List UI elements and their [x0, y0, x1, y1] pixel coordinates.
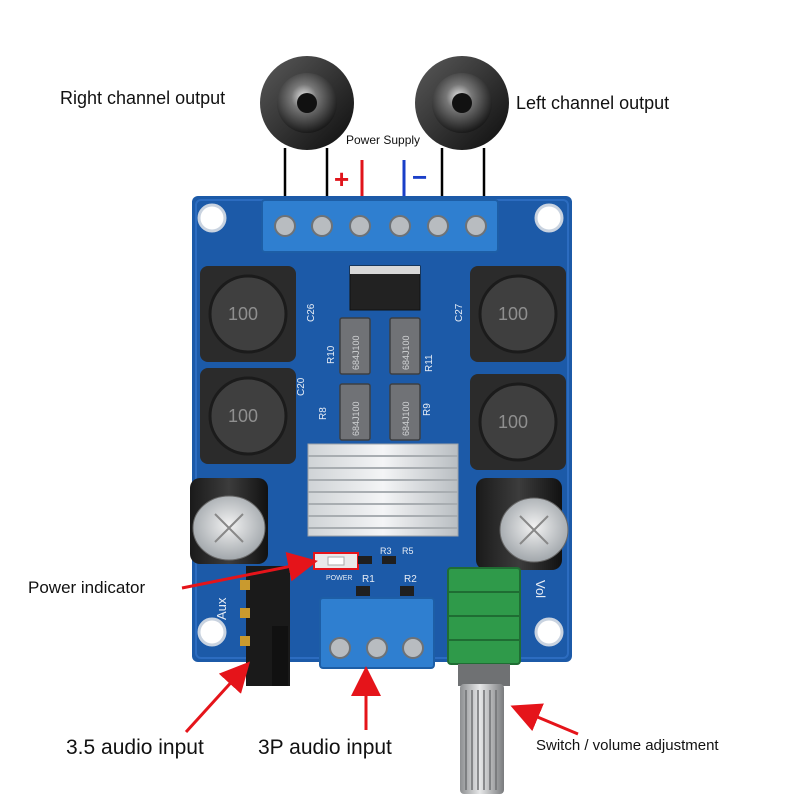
power-supply-label: Power Supply [346, 133, 421, 147]
inductor-top-left [200, 266, 296, 362]
r3-label: R3 [380, 546, 392, 556]
c20-label: C20 [296, 377, 307, 396]
r8-label: R8 [318, 407, 329, 420]
output-terminal-block [261, 199, 499, 253]
power-indicator-label: Power indicator [28, 578, 146, 597]
audio-jack-35 [240, 566, 290, 686]
r9-label: R9 [422, 403, 433, 416]
electrolytic-capacitor-left [190, 478, 268, 564]
r10-label: R10 [326, 345, 337, 364]
film-cap-label: 684J100 [401, 335, 411, 370]
c26-label: C26 [306, 303, 317, 322]
left-channel-label: Left channel output [516, 93, 670, 113]
audio-3p-label: 3P audio input [258, 736, 392, 759]
inductor-bottom-right [470, 374, 566, 470]
inductor-top-right [470, 266, 566, 362]
power-tag: POWER [326, 575, 352, 582]
film-capacitors [339, 317, 421, 441]
volume-arrow [510, 703, 579, 736]
left-speaker-icon [415, 56, 509, 150]
power-indicator-arrow [181, 551, 318, 590]
audio-terminal-3p [319, 597, 435, 669]
plus-sign: + [334, 164, 350, 194]
switch-volume-label: Switch / volume adjustment [536, 737, 719, 754]
film-cap-label: 684J100 [351, 335, 361, 370]
film-cap-label: 684J100 [351, 401, 361, 436]
aux-label: Aux [214, 597, 229, 620]
inductor-bottom-left [200, 368, 296, 464]
film-cap-label: 684J100 [401, 401, 411, 436]
heat-sink [307, 443, 459, 537]
vol-label: Vol [533, 580, 548, 598]
audio-jack-arrow [184, 661, 251, 734]
volume-potentiometer [447, 567, 521, 794]
inductor-label: 100 [498, 304, 528, 324]
audio-35-label: 3.5 audio input [66, 736, 204, 759]
inductor-label: 100 [228, 406, 258, 426]
c27-label: C27 [454, 303, 465, 322]
r1-label: R1 [362, 574, 375, 585]
electrolytic-capacitor-right [476, 478, 569, 570]
r5-label: R5 [402, 546, 414, 556]
inductor-label: 100 [228, 304, 258, 324]
volume-knob [460, 684, 504, 794]
speaker-wires [283, 148, 486, 200]
right-channel-label: Right channel output [60, 88, 226, 108]
minus-sign: − [412, 162, 428, 192]
inductor-label: 100 [498, 412, 528, 432]
r2-label: R2 [404, 574, 417, 585]
r11-label: R11 [424, 354, 435, 372]
right-speaker-icon [260, 56, 354, 150]
